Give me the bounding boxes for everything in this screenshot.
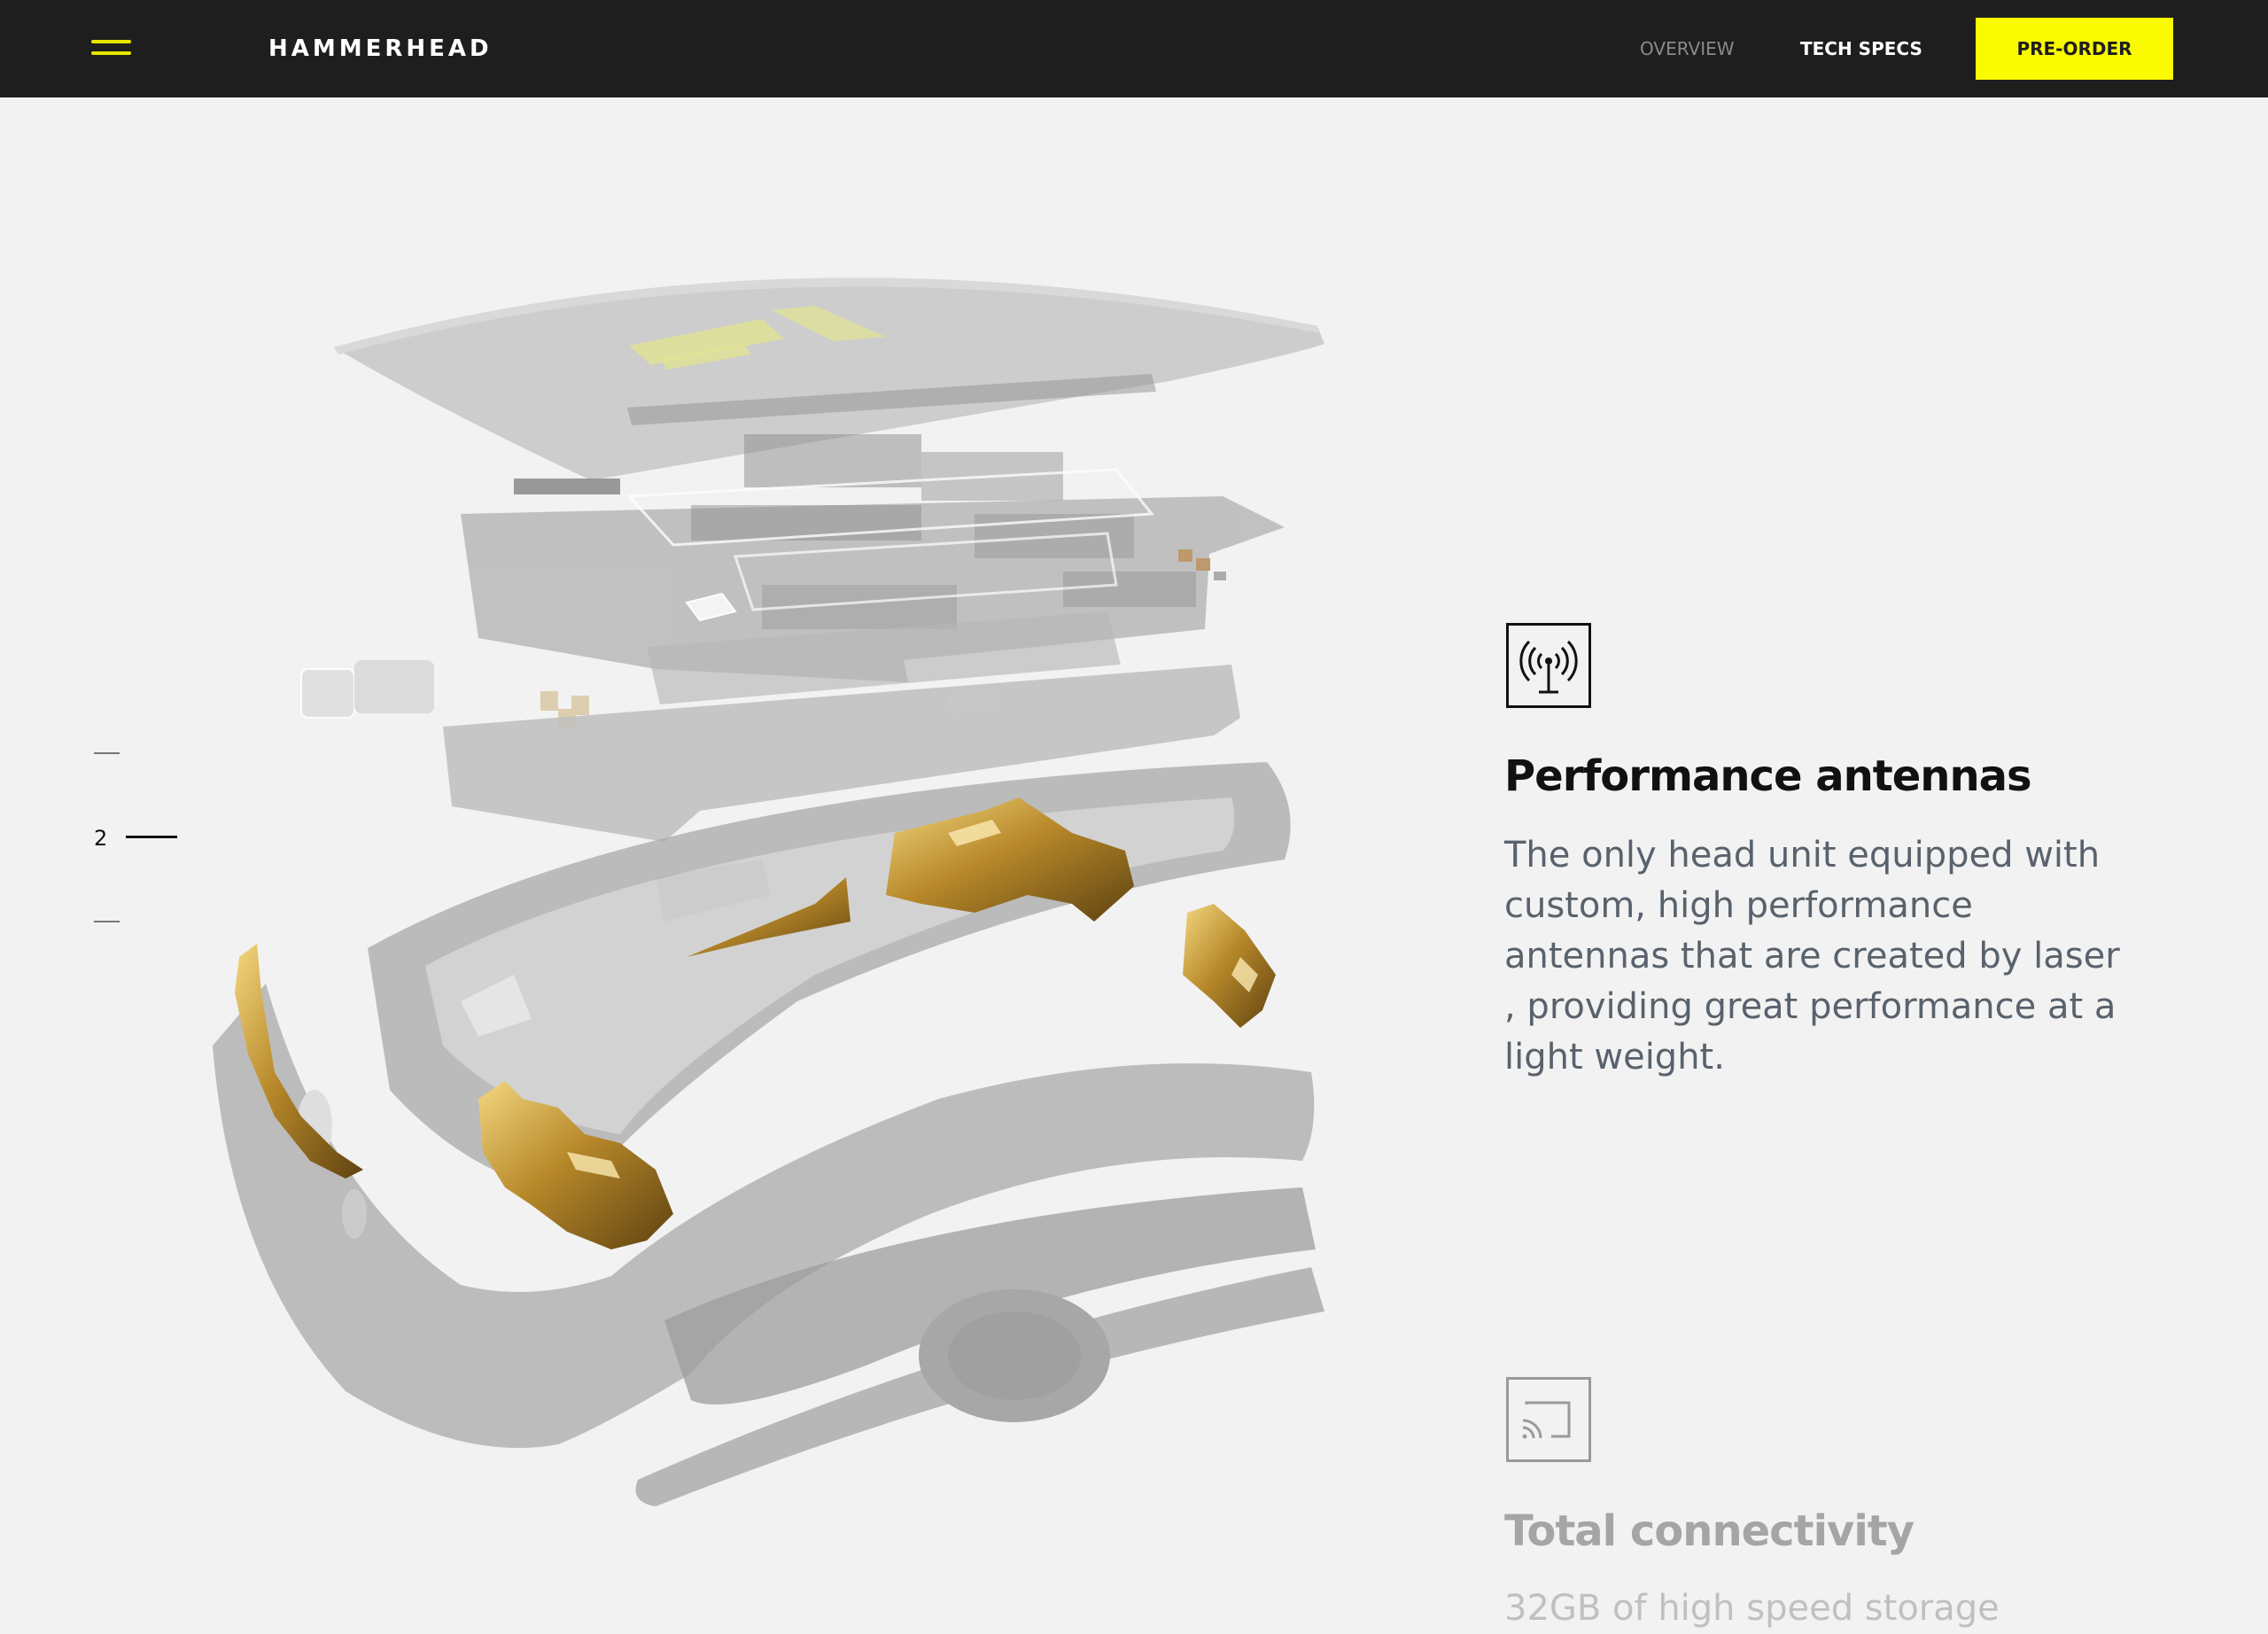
- gold-antenna-highlights: [567, 820, 1258, 1179]
- pager-dash-active[interactable]: [126, 836, 177, 838]
- mount-plate-layer: [635, 1187, 1324, 1506]
- pager-current-number: 2: [94, 826, 108, 851]
- pre-order-button[interactable]: PRE-ORDER: [1976, 18, 2173, 80]
- feature-description: The only head unit equipped with custom,…: [1504, 835, 2120, 1078]
- top-navigation-bar: HAMMERHEAD OVERVIEW TECH SPECS PRE-ORDER: [0, 0, 2268, 97]
- pager-dash-1[interactable]: [94, 752, 120, 754]
- nav-tech-specs-link[interactable]: TECH SPECS: [1800, 38, 1922, 59]
- antenna-icon: [1506, 623, 1591, 708]
- brand-logo[interactable]: HAMMERHEAD: [268, 35, 493, 62]
- nav-overview-link[interactable]: OVERVIEW: [1640, 38, 1735, 59]
- feature-title: Performance antennas: [1504, 751, 2032, 801]
- exploded-device-render: [213, 277, 1324, 1506]
- feature-title: Total connectivity: [1504, 1506, 1915, 1556]
- menu-icon[interactable]: [91, 35, 131, 62]
- circuit-board-layer: [300, 434, 1285, 728]
- pager-dash-3[interactable]: [94, 921, 120, 922]
- cast-icon: [1506, 1377, 1591, 1462]
- screen-layer: [334, 277, 1324, 480]
- feature-description: 32GB of high speed storage: [1504, 1588, 2000, 1629]
